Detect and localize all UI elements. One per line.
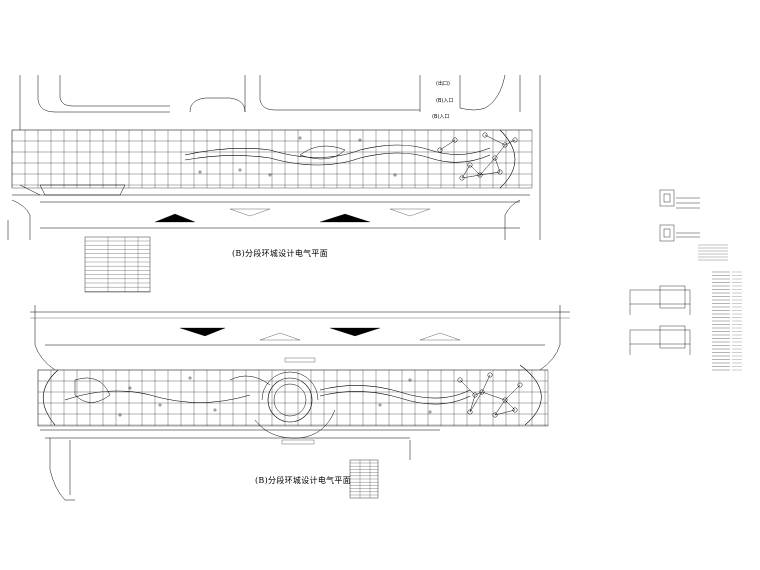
detail-panels: [629, 189, 742, 371]
upper-legend-table: [84, 236, 151, 293]
top-exit-label: (出口): [436, 81, 450, 87]
upper-plan: [7, 74, 541, 240]
lower-plan-title: (B)分段环城设计电气平面: [255, 476, 352, 485]
top-entry-label: (B)入口: [436, 98, 454, 104]
lower-legend-table: [349, 459, 379, 499]
upper-plan-title: (B)分段环城设计电气平面: [232, 249, 329, 258]
top-entry-label-2: (B)入口: [432, 114, 450, 120]
lower-plan: [30, 305, 570, 501]
